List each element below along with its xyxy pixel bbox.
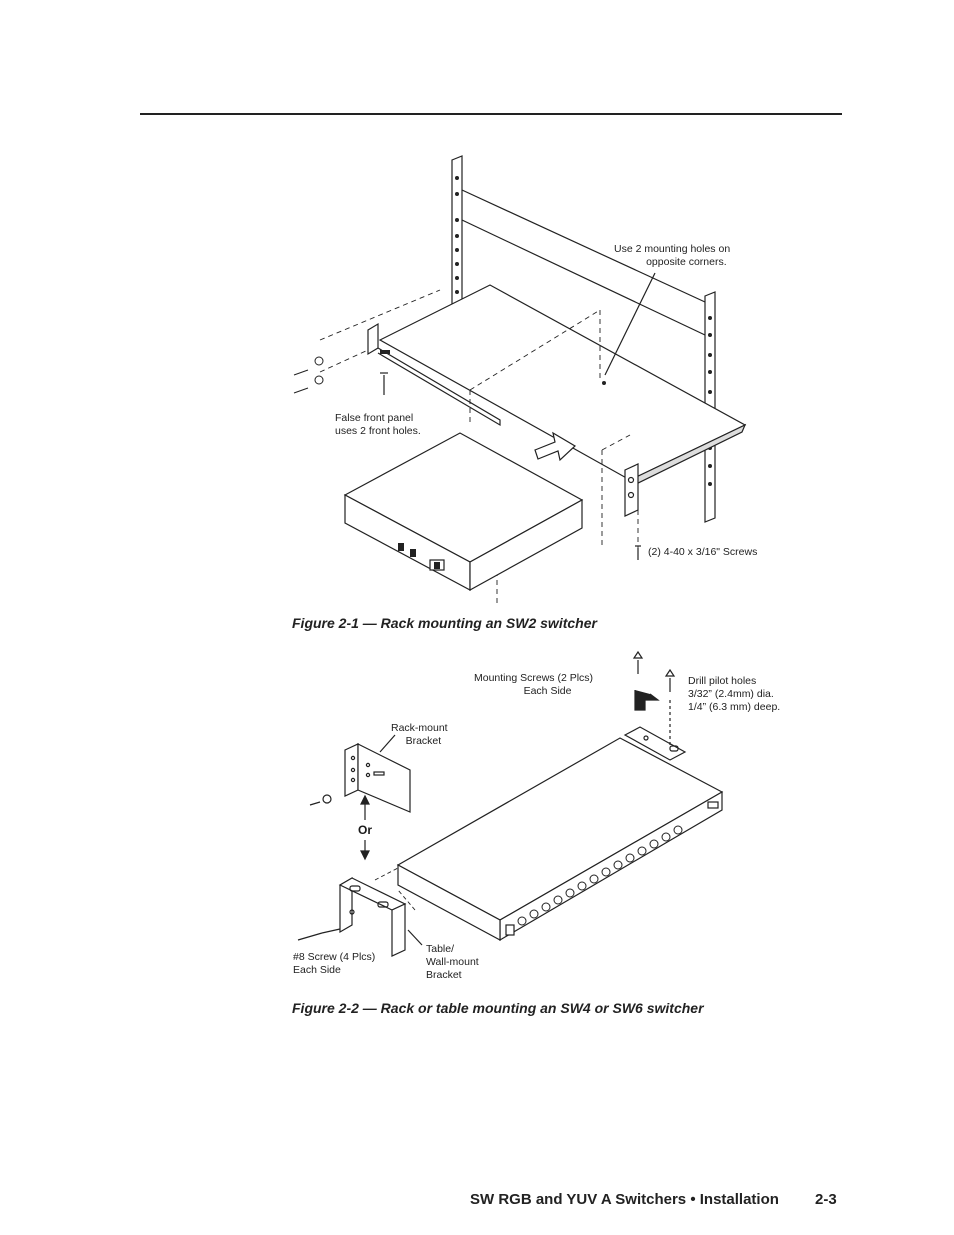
callout-table-wall-bracket: Table/ Wall-mount Bracket bbox=[426, 943, 479, 981]
figure-2-2-caption: Figure 2-2 — Rack or table mounting an S… bbox=[292, 1000, 704, 1016]
or-label: Or bbox=[358, 823, 373, 837]
callout-mounting-screws: Mounting Screws (2 Plcs) Each Side bbox=[474, 672, 594, 697]
callout-screws: (2) 4-40 x 3/16" Screws bbox=[648, 546, 758, 558]
callout-drill-pilot-holes: Drill pilot holes 3/32” (2.4mm) dia. 1/4… bbox=[688, 675, 781, 713]
figure-2-1-illustration bbox=[280, 150, 780, 610]
figure-2-1-caption: Figure 2-1 — Rack mounting an SW2 switch… bbox=[292, 615, 597, 631]
callout-mounting-holes: Use 2 mounting holes on opposite corners… bbox=[614, 243, 731, 268]
figure-2-2-illustration bbox=[290, 640, 750, 990]
callout-false-front-panel: False front panel uses 2 front holes. bbox=[335, 412, 421, 437]
footer-title: SW RGB and YUV A Switchers • Installatio… bbox=[470, 1191, 779, 1208]
callout-8-screw: #8 Screw (4 Plcs) Each Side bbox=[293, 951, 376, 976]
page-number: 2-3 bbox=[815, 1191, 837, 1208]
header-rule bbox=[140, 113, 842, 115]
callout-rack-mount-bracket: Rack-mount Bracket bbox=[391, 722, 448, 747]
